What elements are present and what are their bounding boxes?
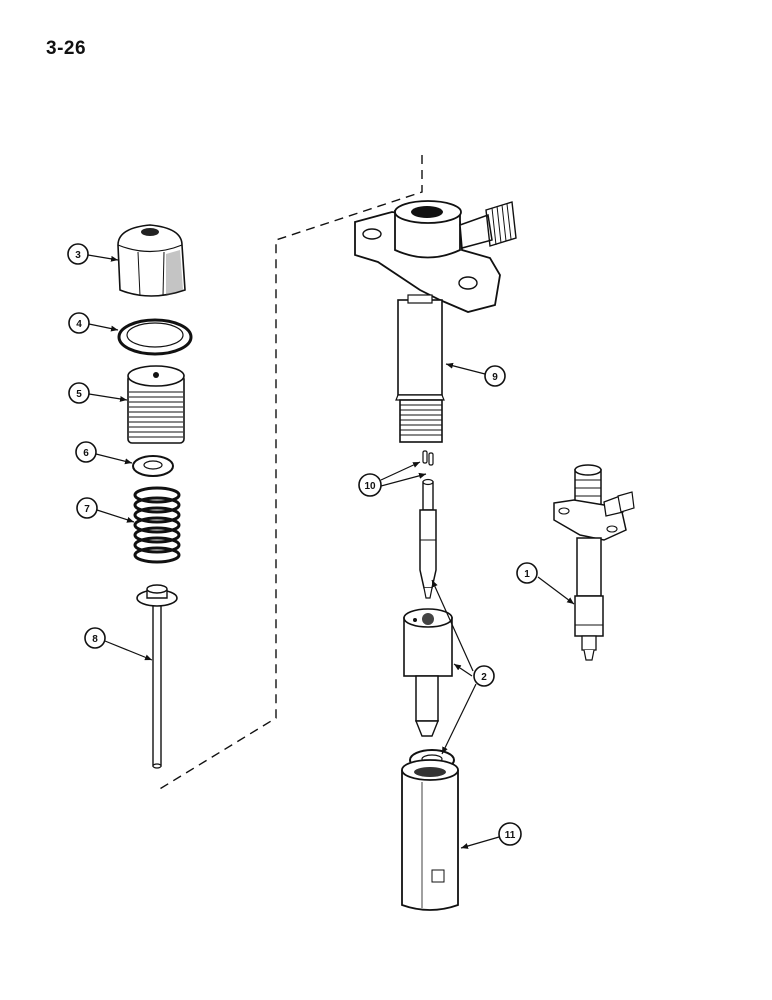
callout-8: 8 — [84, 627, 153, 661]
callout-1-label: 1 — [524, 569, 530, 580]
assembled-injector-part — [553, 464, 635, 661]
callout-5-label: 5 — [76, 389, 82, 400]
push-rod-part — [136, 584, 178, 769]
callout-2-label: 2 — [481, 672, 487, 683]
callout-9: 9 — [445, 362, 506, 387]
callout-11: 11 — [460, 822, 522, 849]
nozzle-needle-part — [419, 478, 437, 599]
callout-3: 3 — [67, 243, 119, 265]
callout-3-label: 3 — [75, 250, 81, 261]
page-number: 3-26 — [46, 38, 87, 59]
callout-1: 1 — [516, 562, 575, 605]
callout-10: 10 — [358, 461, 427, 497]
callout-8-label: 8 — [92, 634, 98, 645]
callout-6-label: 6 — [83, 448, 89, 459]
injector-body-part — [354, 200, 517, 443]
cap-nut-part — [117, 224, 186, 297]
callout-4: 4 — [68, 312, 119, 334]
callout-6: 6 — [75, 441, 133, 465]
callout-5: 5 — [68, 382, 128, 404]
callout-7-label: 7 — [84, 504, 90, 515]
callout-7: 7 — [76, 497, 135, 523]
callout-11-label: 11 — [505, 830, 516, 841]
washer-part — [132, 455, 174, 477]
callout-4-label: 4 — [76, 319, 82, 330]
callout-10-label: 10 — [364, 481, 376, 492]
spring-part — [133, 486, 181, 564]
callout-9-label: 9 — [492, 372, 498, 383]
nozzle-body-part — [403, 608, 453, 737]
threaded-plug-part — [127, 365, 185, 444]
callout-2: 2 — [431, 579, 495, 755]
sealing-ring-part — [117, 318, 193, 356]
dowel-pins-part — [422, 450, 434, 466]
nozzle-nut-part — [401, 759, 459, 911]
